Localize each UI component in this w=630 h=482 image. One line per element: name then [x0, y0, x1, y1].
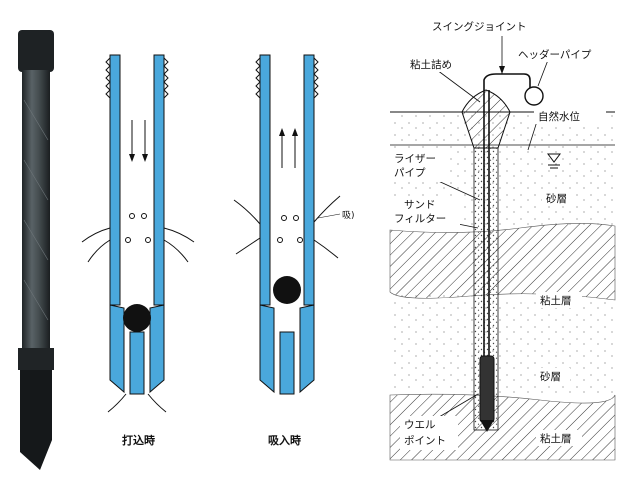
label-sand-layer-lower: 砂層 [540, 370, 561, 383]
caption-driving: 打込時 [122, 433, 155, 447]
caption-suction: 吸入時 [268, 433, 301, 447]
label-sand-layer-upper: 砂層 [546, 192, 567, 205]
site-section [389, 36, 616, 461]
label-header-pipe: ヘッダーパイプ [518, 48, 592, 61]
label-riser-pipe-2: パイプ [394, 167, 426, 179]
label-natural-water-level: 自然水位 [538, 110, 580, 123]
label-riser-pipe-1: ライザー [394, 153, 436, 165]
label-swing-joint: スイングジョイント [432, 20, 527, 33]
label-clay-seal: 粘土詰め [410, 58, 452, 71]
label-sand-filter-2: フィルター [394, 213, 446, 225]
label-clay-layer-lower: 粘土層 [540, 432, 572, 445]
label-clay-layer-upper: 粘土層 [540, 294, 572, 307]
label-sand-filter-1: サンド [404, 199, 436, 211]
label-wellpoint-2: ポイント [404, 435, 446, 447]
suction-mark: 吸) [342, 210, 355, 221]
driving-mode-section [81, 54, 195, 413]
wellpoint-photo [18, 30, 54, 470]
label-wellpoint-1: ウエル [404, 419, 436, 431]
suction-mode-section: 吸) [233, 54, 355, 395]
